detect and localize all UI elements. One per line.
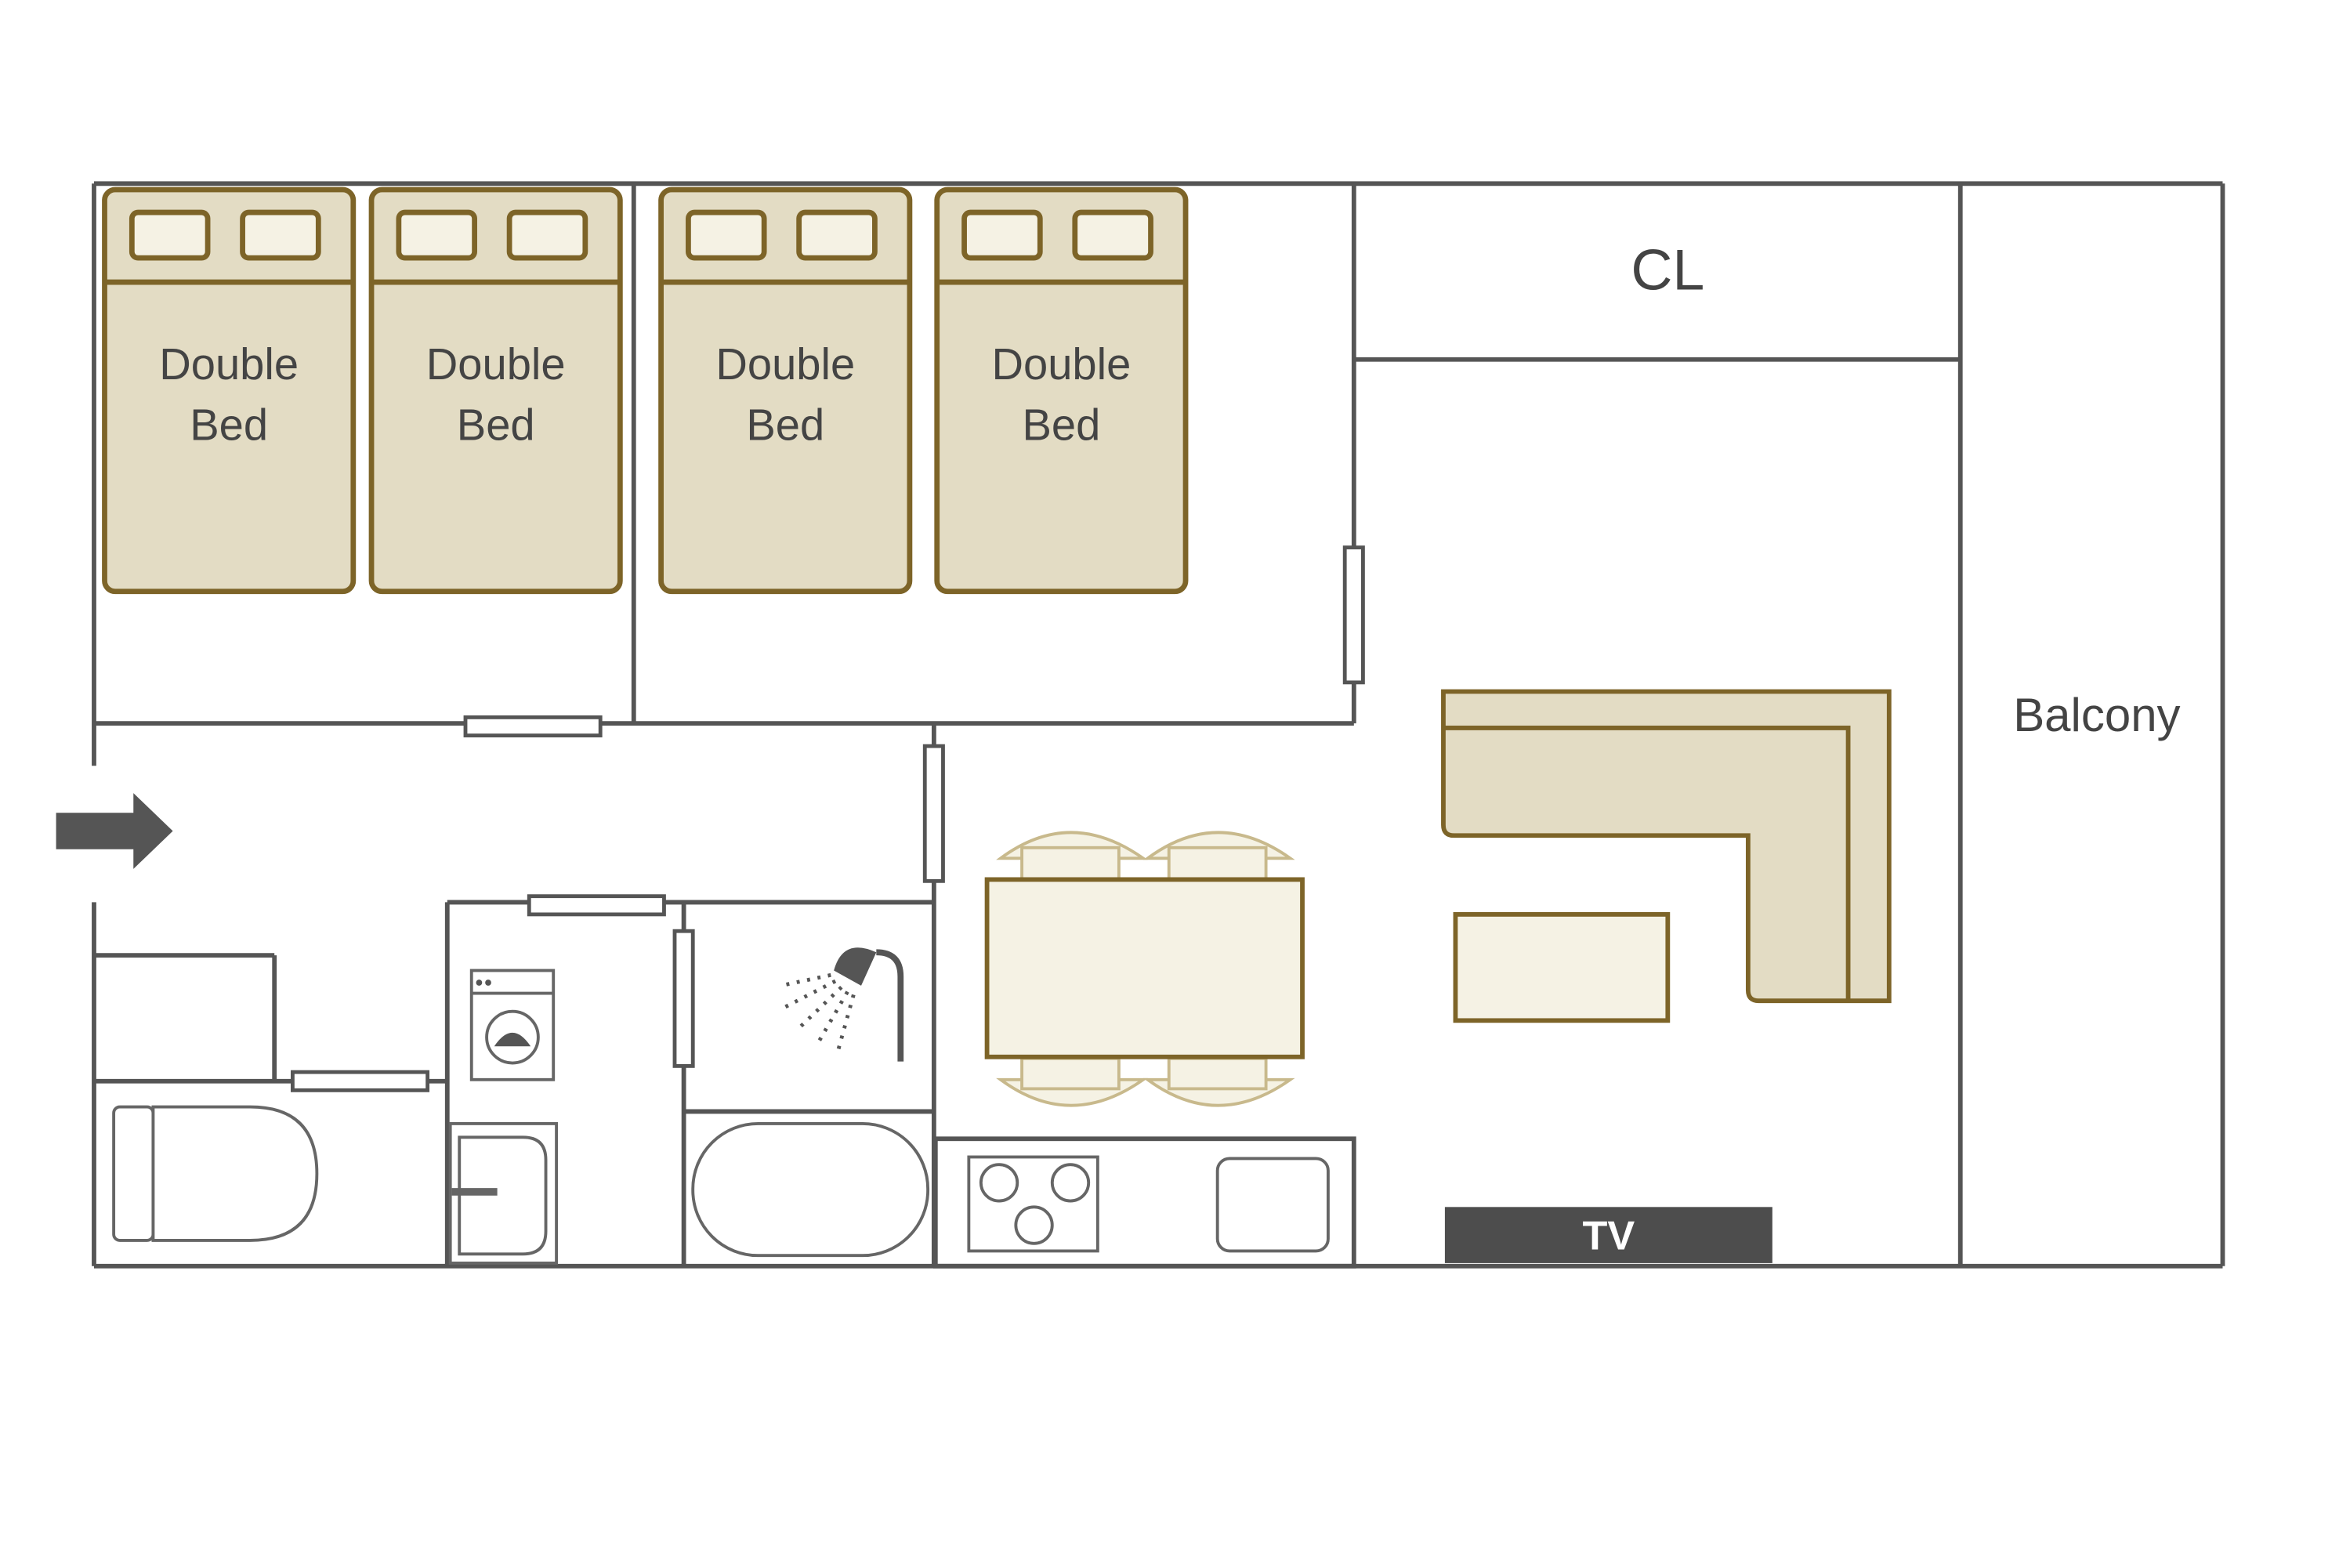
- bed-1: Double Bed: [102, 186, 357, 595]
- coffee-table: [1453, 911, 1671, 1023]
- tv-label: TV: [1582, 1213, 1635, 1258]
- door-bathroom[interactable]: [672, 929, 695, 1068]
- shower-icon: [780, 947, 904, 1062]
- door-bedroom-hall[interactable]: [463, 715, 603, 738]
- bed-label-line1: Double: [715, 339, 855, 389]
- stove-icon: [967, 1155, 1099, 1253]
- bed-label-line1: Double: [159, 339, 299, 389]
- sink-icon: [1215, 1157, 1330, 1253]
- sofa: [1441, 689, 1892, 1004]
- dining-set: [984, 831, 1305, 1107]
- toilet-icon: [112, 1105, 319, 1242]
- washing-machine-icon: [469, 969, 556, 1081]
- door-toilet[interactable]: [291, 1070, 430, 1092]
- bed-label-line2: Bed: [746, 400, 824, 449]
- tv: TV: [1444, 1207, 1772, 1263]
- bed-3: Double Bed: [658, 186, 913, 595]
- entrance-arrow-icon: [56, 793, 173, 869]
- bed-label-line2: Bed: [457, 400, 535, 449]
- door-laundry[interactable]: [527, 894, 666, 917]
- doors: [291, 545, 1365, 1092]
- washbasin-icon: [448, 1121, 559, 1265]
- door-bedroom-living[interactable]: [1342, 545, 1365, 685]
- balcony-label: Balcony: [2013, 689, 2180, 741]
- bed-label-line1: Double: [426, 339, 566, 389]
- bed-label-line1: Double: [991, 339, 1131, 389]
- bed-label-line2: Bed: [1022, 400, 1100, 449]
- bed-2: Double Bed: [368, 186, 623, 595]
- bathtub-icon: [691, 1121, 930, 1258]
- bed-label-line2: Bed: [190, 400, 268, 449]
- dining-table: [984, 877, 1305, 1059]
- closet-label: CL: [1631, 237, 1704, 302]
- bed-4: Double Bed: [934, 186, 1189, 595]
- door-hall-living[interactable]: [922, 744, 945, 883]
